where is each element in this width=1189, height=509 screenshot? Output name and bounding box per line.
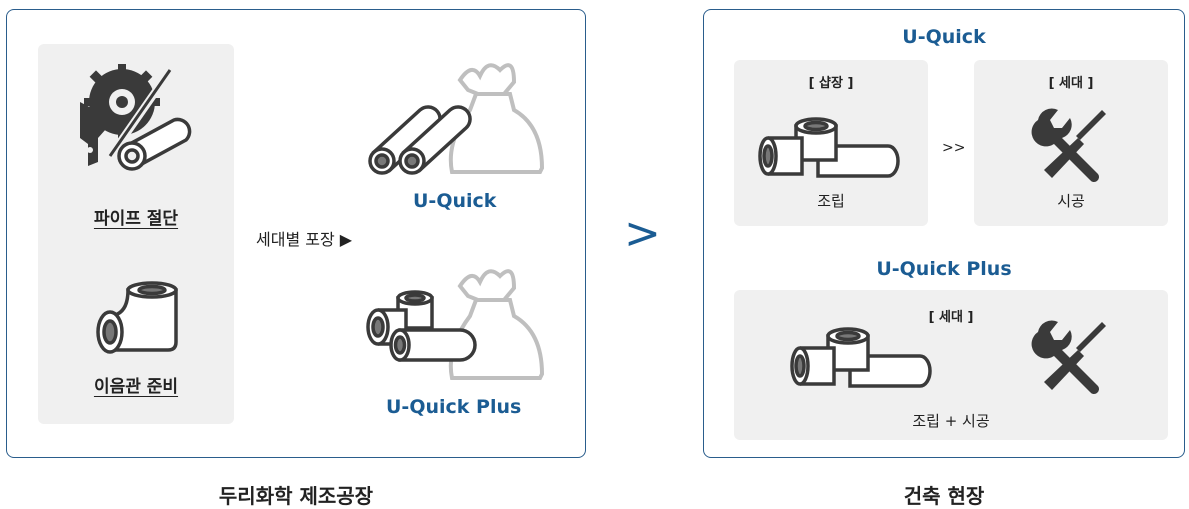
uquick-step2-header: [ 세대 ] [1048,76,1094,91]
bag-icon [448,269,545,380]
factory-panel [6,9,586,458]
product-uquick-label: U-Quick [413,190,497,212]
tee-pipes-bag-icon [366,269,545,380]
uquick-step1-label: 조립 [817,192,845,210]
product-uquick-plus-label: U-Quick Plus [386,396,522,418]
tools-icon [1031,108,1106,182]
uquick-step2-box [974,60,1168,226]
uquick-step2-label: 시공 [1057,192,1085,210]
uquick-plus-step-header: [ 세대 ] [928,310,974,325]
site-panel [703,9,1185,458]
pipe-pair-icon [368,63,545,175]
site-caption: 건축 현장 [903,484,985,508]
step-separator: >> [942,140,966,156]
tee-fitting-icon [790,327,932,388]
factory-caption: 두리화학 제조공장 [218,484,374,508]
uquick-step1-header: [ 샵장 ] [808,76,854,91]
saw-pipe-icon [80,64,192,171]
tee-fitting-icon [758,117,900,178]
flow-arrow: > [624,208,661,259]
tools-icon [1031,320,1106,394]
site-uquick-title: U-Quick [902,26,986,48]
uquick-plus-step-label: 조립 + 시공 [912,412,990,430]
site-uquick-plus-title: U-Quick Plus [876,258,1012,280]
packing-label: 세대별 포장 ▶ [256,230,353,249]
elbow-fitting-icon [96,281,178,354]
pipe-cut-label: 파이프 절단 [93,209,179,229]
fitting-prep-label: 이음관 준비 [93,377,179,397]
